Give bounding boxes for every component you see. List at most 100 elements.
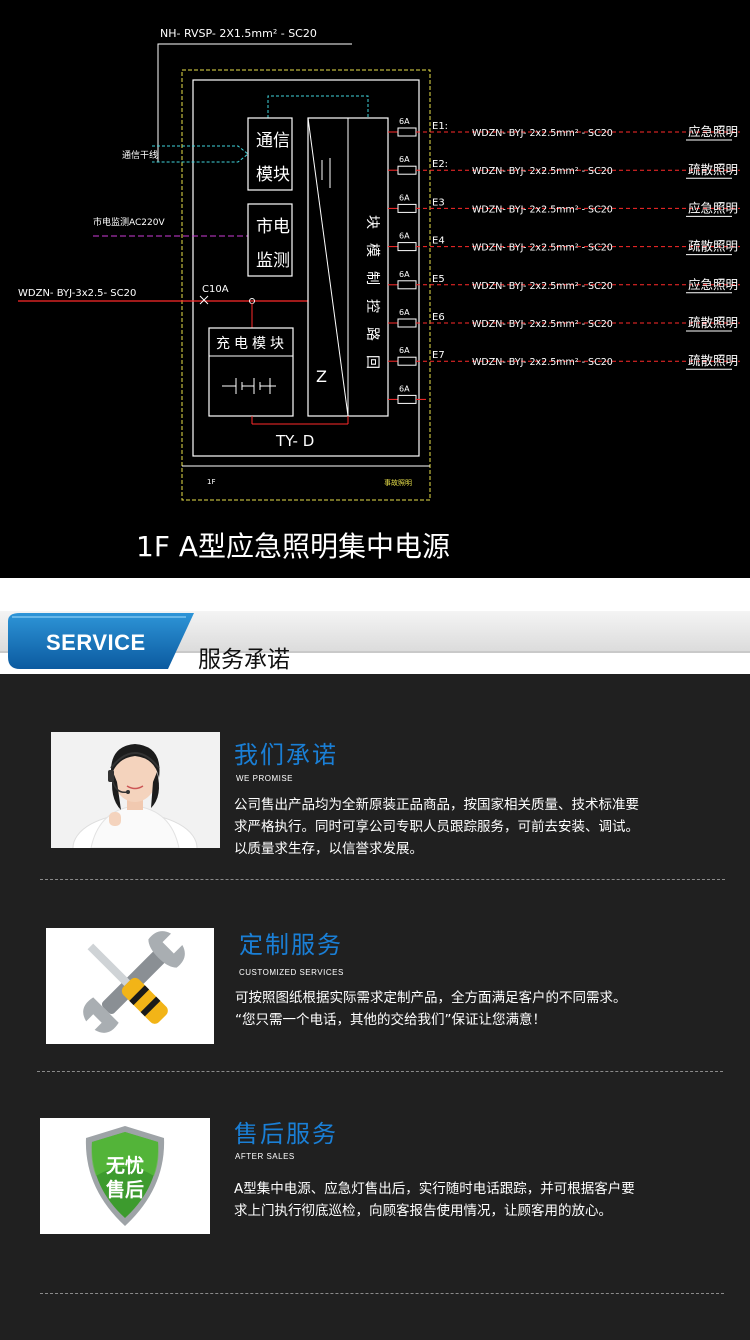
svg-text:制: 制 — [364, 271, 380, 285]
circuit-cable: WDZN- BYJ- 2x2.5mm² - SC20 — [472, 281, 613, 292]
circuit-id: E4 — [432, 236, 445, 247]
after-sales-image: 无忧 售后 — [40, 1118, 210, 1234]
comm-trunk-label: 通信干线 — [122, 149, 158, 161]
service-header: SERVICE 服务承诺 — [0, 578, 750, 674]
fuse-rating: 6A — [399, 193, 410, 202]
fuse-symbol — [397, 242, 417, 252]
circuit-load: 疏散照明 — [688, 353, 738, 368]
circuit-load: 应急照明 — [688, 277, 738, 292]
service-subtitle-3: AFTER SALES — [235, 1152, 295, 1161]
comm-module-box — [247, 117, 293, 191]
cabinet-outline — [192, 79, 420, 457]
service-title-1: 我们承诺 — [234, 741, 338, 769]
breaker-label: C10A — [202, 284, 229, 295]
circuit-id: E5 — [432, 274, 445, 285]
mains-monitor-label: 市电监测AC220V — [93, 216, 165, 228]
circuit-id: E6 — [432, 312, 445, 323]
service-tab-shape — [8, 613, 194, 669]
charge-module-label: 充电模块 — [216, 336, 288, 352]
top-cable-label: NH- RVSP- 2X1.5mm² - SC20 — [160, 27, 317, 40]
input-cable-label: WDZN- BYJ-3x2.5- SC20 — [18, 288, 136, 299]
circuit-rows: 6A E1: WDZN- BYJ- 2x2.5mm² - SC20 应急照明 6A E2:… — [388, 117, 740, 404]
service-desc-3-line: A型集中电源、应急灯售出后，实行随时电话跟踪，并可根据客户要 — [234, 1181, 635, 1197]
inverter-diagonal — [307, 117, 349, 417]
breaker-cross-b — [199, 295, 209, 305]
panel-id: TY- D — [275, 432, 314, 450]
svg-text:控: 控 — [364, 299, 380, 313]
fuse-rating: 6A — [399, 308, 410, 317]
service-desc-3: A型集中电源、应急灯售出后，实行随时电话跟踪，并可根据客户要 求上门执行彻底巡检… — [234, 1178, 635, 1222]
comm-bus-line — [267, 95, 369, 118]
comm-module-line1: 通信 — [256, 131, 290, 151]
schematic-svg: NH- RVSP- 2X1.5mm² - SC20 1F 事故照明 通信干线 通… — [18, 27, 740, 563]
badge-text-line2: 售后 — [105, 1178, 144, 1201]
svg-text:模: 模 — [364, 243, 380, 257]
fuse-rating: 6A — [399, 346, 410, 355]
customer-service-agent-icon — [51, 732, 220, 848]
service-desc-3-line: 求上门执行彻底巡检，向顾客报告使用情况，让顾客用的放心。 — [234, 1203, 612, 1219]
circuit-cable: WDZN- BYJ- 2x2.5mm² - SC20 — [472, 128, 613, 139]
tools-image — [46, 928, 214, 1044]
circuit-id: E1: — [432, 121, 448, 132]
service-desc-2-line: 可按照图纸根据实际需求定制产品，全方面满足客户的不同需求。 — [235, 990, 627, 1006]
svg-text:路: 路 — [364, 327, 380, 341]
mains-module-box — [247, 203, 293, 277]
services-list: 我们承诺 WE PROMISE 公司售出产品均为全新原装正品商品，按国家相关质量… — [0, 674, 750, 1340]
fuse-symbol — [397, 165, 417, 175]
fuse-symbol — [397, 318, 417, 328]
divider-1 — [40, 879, 725, 880]
fuse-symbol — [397, 203, 417, 213]
service-title-3: 售后服务 — [234, 1120, 338, 1148]
circuit-load: 疏散照明 — [688, 239, 738, 254]
service-tab-label: SERVICE — [46, 630, 146, 655]
circuit-cable: WDZN- BYJ- 2x2.5mm² - SC20 — [472, 243, 613, 254]
schematic-drawing: NH- RVSP- 2X1.5mm² - SC20 1F 事故照明 通信干线 通… — [0, 0, 750, 578]
circuit-id: E7 — [432, 350, 445, 361]
mains-module-line1: 市电 — [256, 217, 290, 237]
fuse-symbol — [397, 127, 417, 137]
fuse-symbol — [397, 394, 417, 404]
service-desc-2: 可按照图纸根据实际需求定制产品，全方面满足客户的不同需求。 “您只需一个电话，其… — [235, 987, 627, 1031]
customer-service-photo — [51, 732, 220, 848]
floor-small-label: 1F — [207, 478, 215, 486]
circuit-load: 疏散照明 — [688, 315, 738, 330]
inverter-symbol: Z — [316, 367, 327, 386]
mains-module-line2: 监测 — [256, 251, 290, 271]
top-cable-line — [157, 43, 352, 162]
svg-text:块: 块 — [364, 215, 380, 229]
circuit-load: 应急照明 — [688, 200, 738, 215]
circuit-id: E2: — [432, 159, 448, 170]
badge-text-line1: 无忧 — [106, 1154, 144, 1177]
wrench-screwdriver-icon — [46, 928, 214, 1044]
fuse-rating: 6A — [399, 384, 410, 393]
service-desc-1: 公司售出产品均为全新原装正品商品，按国家相关质量、技术标准要 求严格执行。同时可… — [234, 794, 639, 860]
service-desc-1-line: 以质量求生存，以信誉求发展。 — [234, 841, 423, 857]
service-desc-2-line: “您只需一个电话，其他的交给我们”保证让您满意！ — [235, 1012, 546, 1028]
service-section-title: 服务承诺 — [198, 647, 290, 673]
circuit-cable: WDZN- BYJ- 2x2.5mm² - SC20 — [472, 319, 613, 330]
fuse-rating: 6A — [399, 155, 410, 164]
fuse-symbol — [397, 280, 417, 290]
circuit-id: E3 — [432, 197, 445, 208]
circuit-cable: WDZN- BYJ- 2x2.5mm² - SC20 — [472, 204, 613, 215]
service-desc-1-line: 公司售出产品均为全新原装正品商品，按国家相关质量、技术标准要 — [234, 797, 639, 813]
divider-3 — [40, 1293, 724, 1294]
shield-badge-icon: 无忧 售后 — [40, 1118, 210, 1234]
circuit-cable: WDZN- BYJ- 2x2.5mm² - SC20 — [472, 166, 613, 177]
fuse-rating: 6A — [399, 232, 410, 241]
loop-module-vertical-label: 块 模 制 控 路 回 — [364, 215, 380, 369]
fuse-rating: 6A — [399, 117, 410, 126]
schematic-caption: 1F A型应急照明集中电源 — [136, 530, 450, 563]
charge-module-box — [208, 327, 294, 417]
divider-2 — [37, 1071, 723, 1072]
circuit-load: 疏散照明 — [688, 162, 738, 177]
comm-trunk-arrow — [152, 145, 249, 163]
circuit-cable: WDZN- BYJ- 2x2.5mm² - SC20 — [472, 357, 613, 368]
fuse-rating: 6A — [399, 270, 410, 279]
header-underline — [0, 651, 750, 653]
service-subtitle-1: WE PROMISE — [236, 774, 294, 783]
svg-text:回: 回 — [364, 355, 380, 369]
circuit-load: 应急照明 — [688, 124, 738, 139]
service-subtitle-2: CUSTOMIZED SERVICES — [239, 968, 344, 977]
